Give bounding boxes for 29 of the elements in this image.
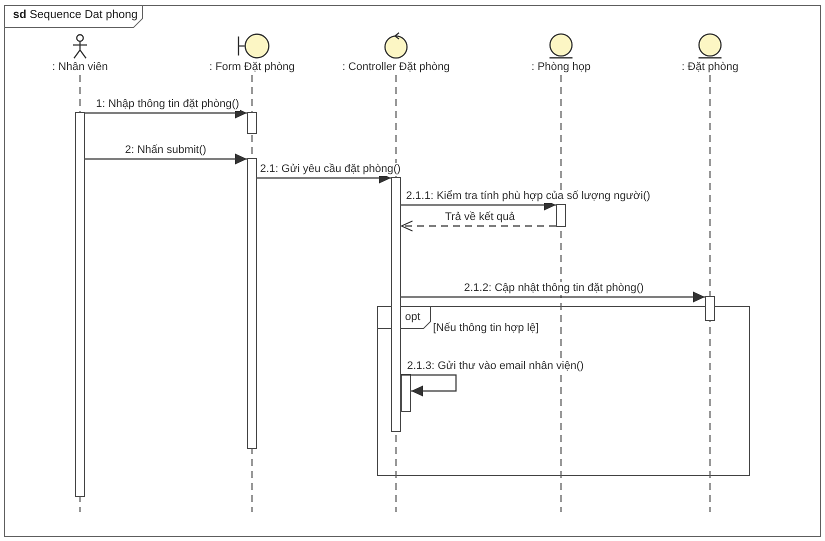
message-arrow xyxy=(401,292,705,302)
activation-bar xyxy=(401,374,411,412)
activation-bar xyxy=(705,296,715,321)
lifeline-label: : Controller Đặt phòng xyxy=(342,61,450,74)
activation-bar xyxy=(556,204,566,227)
activation-bar xyxy=(391,177,401,432)
return-message-arrow xyxy=(401,220,556,232)
message-label: 1: Nhập thông tin đặt phòng() xyxy=(95,98,240,111)
activation-bar xyxy=(75,112,85,497)
message-label: 2.1.1: Kiểm tra tính phù hợp của số lượng người() xyxy=(405,190,652,203)
message-label: Trả về kết quả xyxy=(444,211,516,224)
lifeline-label: : Nhân viên xyxy=(52,61,108,74)
message-label: 2.1: Gửi yêu cầu đặt phòng() xyxy=(259,163,402,176)
activation-bar xyxy=(247,112,257,134)
lifeline-label: : Form Đặt phòng xyxy=(209,61,295,74)
lifeline-label: : Phòng họp xyxy=(531,61,591,74)
message-label: 2.1.2: Cập nhật thông tin đặt phòng() xyxy=(463,282,645,295)
fragment-operator: opt xyxy=(405,311,420,324)
sequence-frame xyxy=(4,5,821,537)
message-label: 2: Nhấn submit() xyxy=(124,144,208,157)
message-arrow xyxy=(85,154,247,164)
self-message-arrow xyxy=(401,374,457,396)
combined-fragment xyxy=(377,306,750,476)
lifeline-label: : Đặt phòng xyxy=(682,61,738,74)
guard-condition: [Nếu thông tin hợp lệ] xyxy=(433,322,539,335)
message-label: 2.1.3: Gửi thư vào email nhân viện() xyxy=(406,360,585,373)
frame-title: sd Sequence Dat phong xyxy=(13,9,138,22)
message-arrow xyxy=(85,108,247,118)
activation-bar xyxy=(247,158,257,449)
